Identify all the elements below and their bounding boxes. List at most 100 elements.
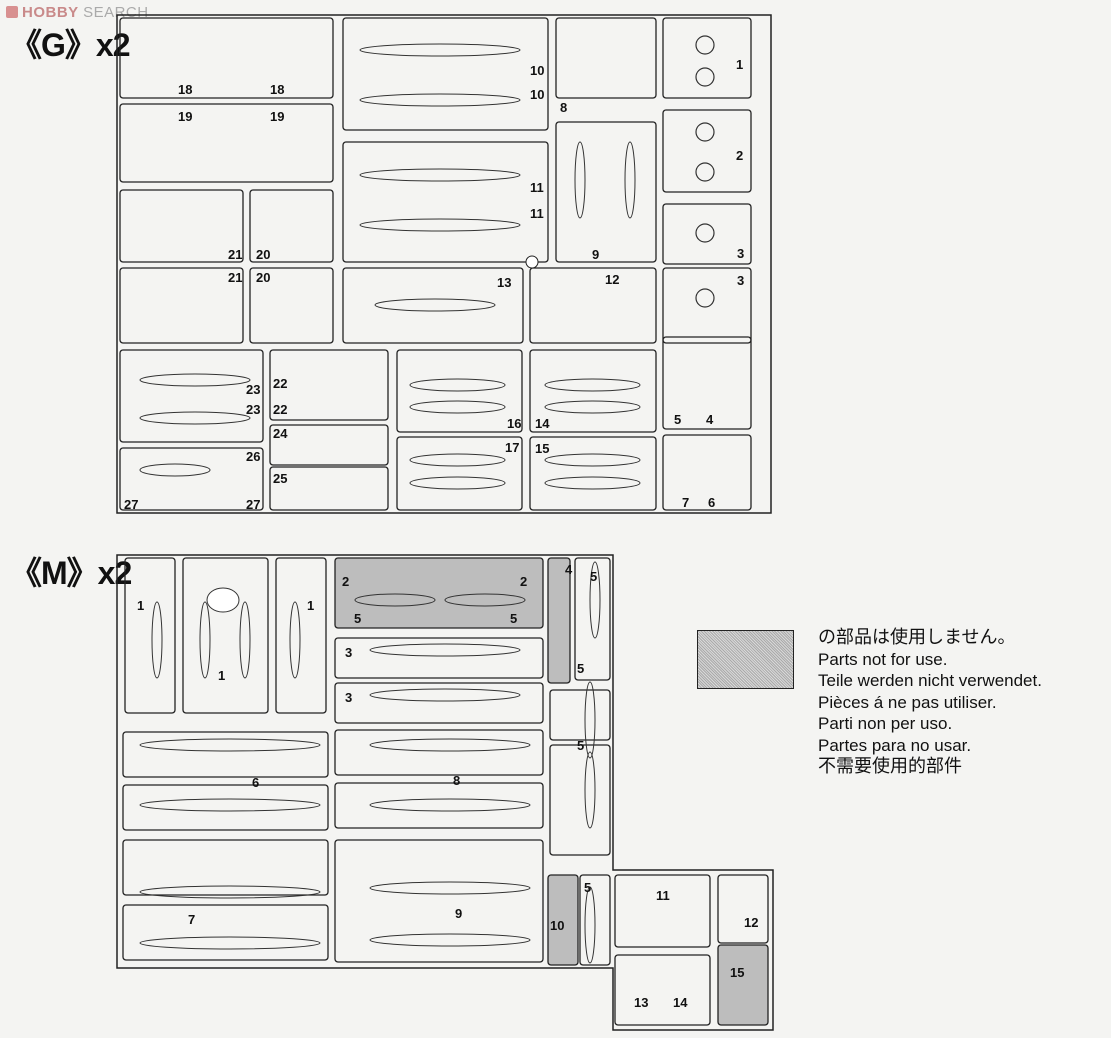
sprue-cell [122, 731, 329, 778]
part-number-label: 15 [535, 441, 550, 456]
part-number-label: 23 [246, 402, 261, 417]
part-outline [369, 738, 531, 752]
sprue-cell [119, 103, 334, 183]
part-number-label: 1 [307, 598, 315, 613]
unused-sprue-cell [334, 557, 544, 629]
part-number-label: 8 [560, 100, 568, 115]
part-number-label: 22 [273, 402, 288, 417]
sprue-cell [334, 729, 544, 776]
part-number-label: 11 [530, 180, 544, 195]
part-outline [409, 453, 506, 467]
part-outline [359, 93, 521, 107]
sprue-cell [529, 349, 657, 433]
sprue-cell [529, 436, 657, 511]
part-outline [544, 476, 641, 490]
part-outline [695, 223, 715, 243]
part-number-label: 7 [682, 495, 690, 510]
part-outline [139, 798, 321, 812]
unused-parts-swatch [697, 630, 794, 689]
part-outline [369, 688, 521, 702]
part-number-label: 27 [246, 497, 261, 512]
part-outline [409, 400, 506, 414]
unused-sprue-cell [717, 944, 769, 1026]
part-number-label: 15 [730, 965, 745, 980]
part-outline [139, 936, 321, 950]
part-number-label: 3 [345, 690, 353, 705]
part-number-label: 12 [605, 272, 620, 287]
part-number-label: 20 [256, 247, 271, 262]
sprue-cell [717, 874, 769, 944]
sprue-cell [555, 121, 657, 263]
part-number-label: 2 [342, 574, 350, 589]
part-number-label: 6 [252, 775, 260, 790]
part-outline [544, 400, 641, 414]
part-outline [369, 643, 521, 657]
sprue-cell [269, 349, 389, 421]
part-outline [444, 593, 526, 607]
part-number-label: 5 [354, 611, 362, 626]
part-number-label: 3 [737, 246, 745, 261]
part-outline [584, 886, 596, 964]
part-number-label: 2 [520, 574, 528, 589]
part-number-label: 10 [530, 63, 545, 78]
part-number-label: 22 [273, 376, 288, 391]
sprue-m-title: 《M》x2 [10, 555, 132, 591]
part-outline [574, 141, 586, 219]
part-outline [369, 881, 531, 895]
part-number-label: 21 [228, 247, 243, 262]
sprue-cell [249, 267, 334, 344]
sprue-cell [342, 17, 549, 131]
part-number-label: 7 [188, 912, 196, 927]
part-outline [695, 162, 715, 182]
part-number-label: 10 [550, 918, 565, 933]
part-number-label: 9 [455, 906, 463, 921]
part-number-label: 8 [453, 773, 461, 788]
sprue-cell [549, 689, 611, 741]
part-outline [359, 43, 521, 57]
sprue-cell [342, 141, 549, 263]
part-number-label: 3 [737, 273, 745, 288]
unused-sprue-cell [547, 874, 579, 966]
sprue-cell [182, 557, 269, 714]
part-number-label: 12 [744, 915, 759, 930]
part-outline [239, 601, 251, 679]
part-outline [139, 738, 321, 752]
sprue-cell [662, 203, 752, 265]
part-outline [369, 933, 531, 947]
sprue-cell [119, 349, 264, 443]
part-number-label: 5 [674, 412, 682, 427]
part-outline [139, 463, 211, 477]
part-number-label: 1 [218, 668, 226, 683]
part-number-label: 19 [270, 109, 285, 124]
sprue-gate [525, 255, 539, 269]
part-outline [139, 373, 251, 387]
part-number-label: 13 [634, 995, 649, 1010]
part-number-label: 16 [507, 416, 522, 431]
part-number-label: 23 [246, 382, 261, 397]
part-outline [139, 411, 251, 425]
part-number-label: 9 [592, 247, 600, 262]
part-number-label: 5 [577, 661, 585, 676]
part-outline [359, 218, 521, 232]
part-number-label: 11 [530, 206, 544, 221]
part-outline [359, 168, 521, 182]
sprue-cell [334, 682, 544, 724]
sprue-cell [119, 267, 244, 344]
part-number-label: 18 [178, 82, 193, 97]
unused-sprue-cell [547, 557, 571, 684]
part-number-label: 21 [228, 270, 243, 285]
part-outline [369, 798, 531, 812]
sprue-cell [614, 874, 711, 948]
sprue-cell [662, 17, 752, 99]
part-number-label: 18 [270, 82, 285, 97]
flame-icon [6, 6, 18, 18]
sprue-cell [662, 267, 752, 344]
part-number-label: 1 [736, 57, 744, 72]
part-number-label: 14 [673, 995, 688, 1010]
part-number-label: 4 [706, 412, 714, 427]
sprue-cell [122, 784, 329, 831]
sprue-cell [122, 904, 329, 961]
part-outline [589, 561, 601, 639]
part-number-label: 1 [137, 598, 145, 613]
part-outline [409, 378, 506, 392]
